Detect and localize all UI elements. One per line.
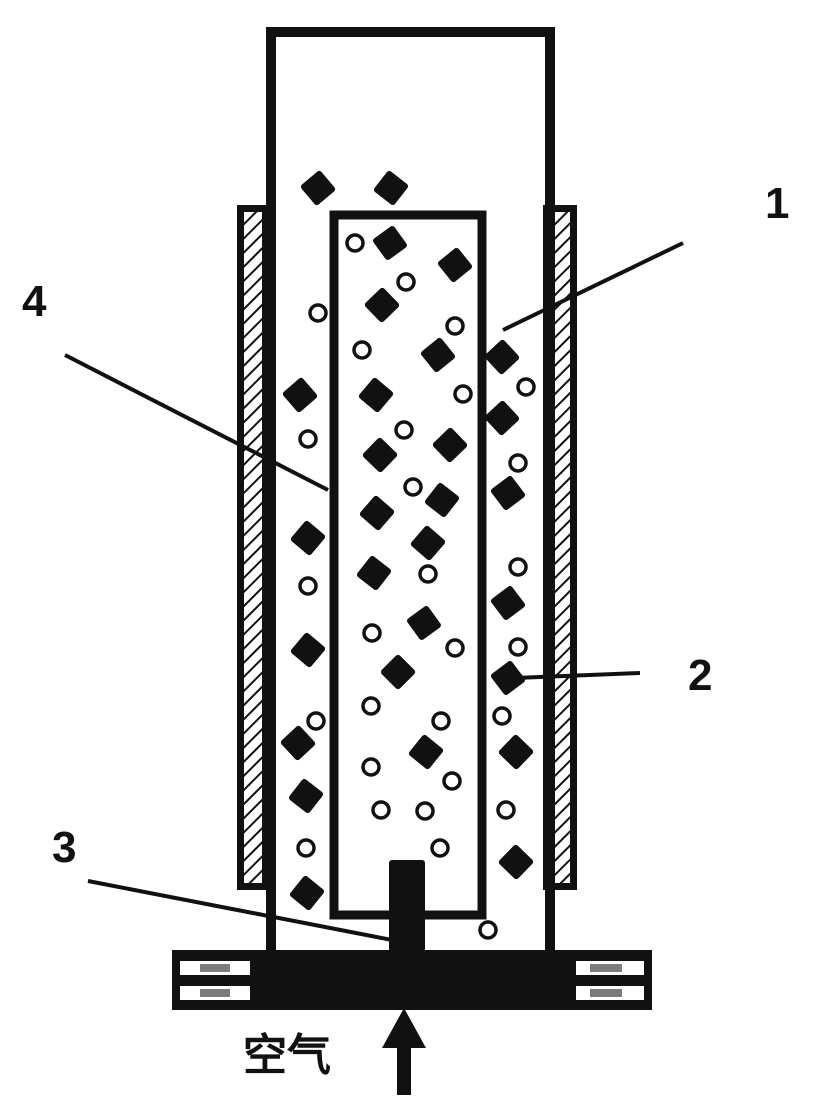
air-label: 空气: [243, 1030, 331, 1081]
bubble-particle: [478, 920, 498, 940]
solid-particle: [290, 520, 326, 556]
heating-jacket: [237, 205, 577, 890]
callout-1: 1: [765, 179, 789, 228]
bubble-particle: [394, 420, 414, 440]
bubble-particle: [445, 316, 465, 336]
solid-particle: [437, 247, 473, 283]
bubble-particle: [306, 711, 326, 731]
bubble-particle: [396, 272, 416, 292]
solid-particle: [484, 400, 520, 436]
bubble-particle: [298, 576, 318, 596]
callout-4: 4: [22, 277, 47, 326]
leader-line-1: [502, 241, 684, 332]
solid-particle: [410, 525, 446, 561]
solid-particle: [490, 585, 526, 621]
bubble-particle: [453, 384, 473, 404]
air-nozzle: [389, 860, 425, 952]
solid-particle: [380, 654, 416, 690]
bubble-particle: [371, 800, 391, 820]
solid-particle: [358, 377, 394, 413]
bubble-particle: [308, 303, 328, 323]
bubble-particle: [362, 623, 382, 643]
solid-particle: [356, 555, 392, 591]
solid-particle: [484, 339, 520, 375]
bubble-particle: [508, 557, 528, 577]
solid-particle: [280, 725, 316, 761]
bubble-particle: [345, 233, 365, 253]
solid-particle: [498, 734, 534, 770]
bubble-particle: [431, 711, 451, 731]
solid-particle: [408, 734, 444, 770]
solid-particle: [359, 495, 395, 531]
callout-2: 2: [688, 651, 712, 700]
base-plate: [172, 950, 652, 1010]
bubble-particle: [361, 757, 381, 777]
solid-particle: [282, 377, 318, 413]
callout-3: 3: [52, 823, 76, 872]
leader-line-2: [514, 671, 641, 680]
leader-line-3: [87, 879, 393, 942]
bubble-particle: [361, 696, 381, 716]
bubble-particle: [442, 771, 462, 791]
bubble-particle: [298, 429, 318, 449]
solid-particle: [289, 875, 325, 911]
bubble-particle: [415, 801, 435, 821]
bubble-particle: [430, 838, 450, 858]
solid-particle: [290, 632, 326, 668]
bubble-particle: [508, 453, 528, 473]
bubble-particle: [418, 564, 438, 584]
solid-particle: [373, 170, 409, 206]
solid-particle: [364, 287, 400, 323]
solid-particle: [498, 844, 534, 880]
solid-particle: [424, 482, 460, 518]
leader-lines: [64, 241, 684, 942]
solid-particle: [300, 170, 336, 206]
particles: [280, 170, 536, 940]
bubble-particle: [296, 838, 316, 858]
solid-particle: [362, 437, 398, 473]
bubble-particle: [352, 340, 372, 360]
solid-particle: [432, 427, 468, 463]
bubble-particle: [445, 638, 465, 658]
leader-line-4: [64, 353, 329, 492]
solid-particle: [490, 475, 526, 511]
solid-particle: [288, 778, 324, 814]
solid-particle: [420, 337, 456, 373]
solid-particle: [490, 660, 526, 696]
bubble-particle: [403, 477, 423, 497]
solid-particle: [373, 226, 407, 260]
bubble-particle: [492, 706, 512, 726]
bubble-particle: [516, 377, 536, 397]
bubble-particle: [508, 637, 528, 657]
up-arrow-icon: [382, 1008, 426, 1095]
bubble-particle: [496, 800, 516, 820]
solid-particle: [407, 606, 441, 640]
